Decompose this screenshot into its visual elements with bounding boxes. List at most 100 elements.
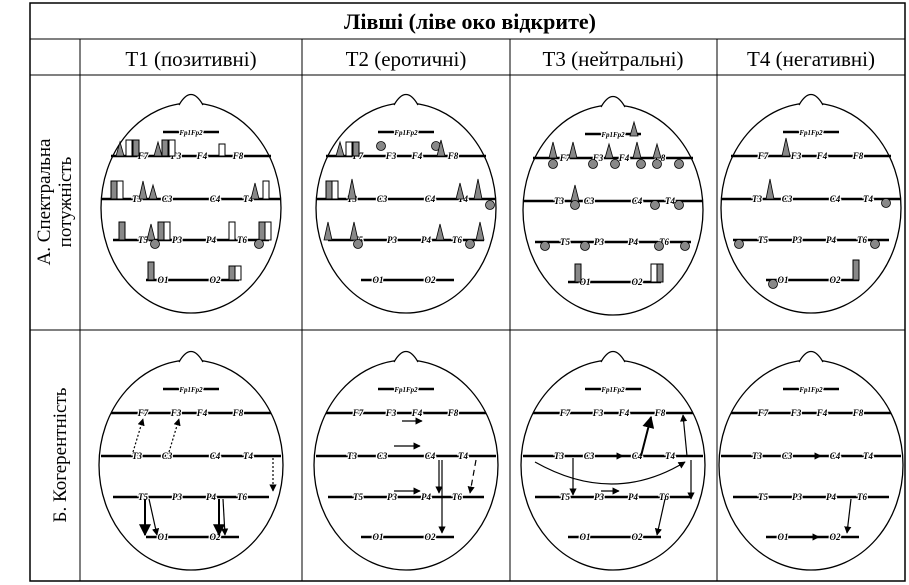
- electrode-label-o2: O2: [830, 532, 841, 542]
- power-peak: [455, 182, 465, 200]
- electrode-label-o2: O2: [632, 532, 643, 542]
- electrode-label-c4: C4: [210, 451, 221, 461]
- power-bar: [228, 265, 236, 281]
- electrode-label-t3: T3: [554, 196, 564, 206]
- power-bar: [116, 180, 124, 200]
- power-peak: [435, 223, 445, 241]
- power-bar: [650, 263, 658, 283]
- power-peak: [347, 178, 357, 200]
- row-header-spectral-line1: А. Спектральна: [34, 138, 55, 265]
- electrode-label-t6: T6: [857, 235, 867, 245]
- power-dot: [465, 239, 475, 249]
- power-dot: [870, 239, 880, 249]
- electrode-label-p3: P3: [594, 492, 604, 502]
- coherence-arc: [534, 461, 686, 485]
- electrode-label-t5: T5: [560, 237, 570, 247]
- power-peak: [765, 178, 775, 200]
- electrode-label-t4: T4: [665, 196, 675, 206]
- row-header-coherence-line1: Б. Когерентність: [50, 387, 71, 522]
- electrode-label-f7: F7: [352, 408, 364, 418]
- power-dot: [353, 239, 363, 249]
- power-peak: [570, 184, 580, 202]
- electrode-label-t6: T6: [452, 235, 462, 245]
- electrode-label-t6: T6: [659, 492, 669, 502]
- electrode-label-p4: P4: [826, 235, 836, 245]
- power-peak: [652, 142, 662, 159]
- power-bar: [157, 221, 165, 241]
- power-bar: [110, 180, 118, 200]
- power-bar: [852, 259, 860, 281]
- electrode-label-f3: F3: [170, 408, 182, 418]
- power-dot: [254, 239, 264, 249]
- electrode-label-c3: C3: [584, 451, 595, 461]
- power-bar: [574, 263, 582, 283]
- power-dot: [768, 279, 778, 289]
- electrode-label-fp: Fp1Fp2: [394, 386, 418, 394]
- power-peak: [548, 141, 558, 159]
- power-peak: [115, 140, 125, 157]
- power-bar: [163, 221, 171, 241]
- power-dot: [376, 141, 386, 151]
- power-peak: [473, 178, 483, 200]
- table-grid: [29, 2, 906, 582]
- coherence-arrow: [168, 418, 181, 453]
- electrode-label-p4: P4: [628, 237, 638, 247]
- electrode-label-f8: F8: [852, 151, 864, 161]
- electrode-label-fp: Fp1Fp2: [179, 386, 203, 394]
- electrode-label-o1: O1: [373, 532, 384, 542]
- electrode-label-f8: F8: [447, 151, 459, 161]
- power-dot: [610, 159, 620, 169]
- electrode-label-f8: F8: [232, 151, 244, 161]
- electrode-label-f7: F7: [559, 153, 571, 163]
- electrode-label-c4: C4: [830, 451, 841, 461]
- electrode-label-fp: Fp1Fp2: [799, 129, 823, 137]
- electrode-label-t5: T5: [353, 492, 363, 502]
- electrode-label-p3: P3: [387, 235, 397, 245]
- power-bar: [352, 141, 360, 157]
- electrode-label-fp: Fp1Fp2: [394, 129, 418, 137]
- electrode-label-o1: O1: [158, 275, 169, 285]
- power-dot: [674, 200, 684, 210]
- column-header-t1: T1 (позитивні): [125, 47, 256, 71]
- electrode-label-f4: F4: [618, 153, 630, 163]
- column-header-t3: T3 (нейтральні): [543, 47, 684, 71]
- electrode-label-p3: P3: [792, 235, 802, 245]
- electrode-label-o2: O2: [632, 277, 643, 287]
- electrode-label-t3: T3: [347, 451, 357, 461]
- electrode-label-t6: T6: [452, 492, 462, 502]
- electrode-label-t4: T4: [665, 451, 675, 461]
- electrode-label-o2: O2: [830, 275, 841, 285]
- power-bar: [118, 221, 126, 241]
- electrode-label-f7: F7: [137, 408, 149, 418]
- power-bar: [218, 143, 226, 157]
- electrode-label-f3: F3: [385, 408, 397, 418]
- power-dot: [485, 200, 495, 210]
- electrode-label-t5: T5: [758, 492, 768, 502]
- electrode-label-p3: P3: [172, 235, 182, 245]
- power-peak: [323, 221, 333, 241]
- electrode-label-fp: Fp1Fp2: [601, 131, 625, 139]
- electrode-label-o1: O1: [778, 275, 789, 285]
- power-bar: [228, 221, 236, 241]
- electrode-label-p3: P3: [594, 237, 604, 247]
- power-bar: [331, 180, 339, 200]
- electrode-label-o2: O2: [210, 275, 221, 285]
- electrode-label-t6: T6: [857, 492, 867, 502]
- electrode-label-f4: F4: [618, 408, 630, 418]
- power-dot: [650, 200, 660, 210]
- power-peak: [335, 140, 345, 157]
- nose: [798, 93, 824, 106]
- electrode-label-c4: C4: [830, 194, 841, 204]
- power-dot: [540, 241, 550, 251]
- power-dot: [548, 159, 558, 169]
- electrode-label-f8: F8: [654, 408, 666, 418]
- power-peak: [349, 221, 359, 241]
- electrode-label-t6: T6: [237, 235, 247, 245]
- power-peak: [148, 183, 158, 200]
- electrode-label-f4: F4: [411, 408, 423, 418]
- coherence-arrow: [132, 418, 145, 453]
